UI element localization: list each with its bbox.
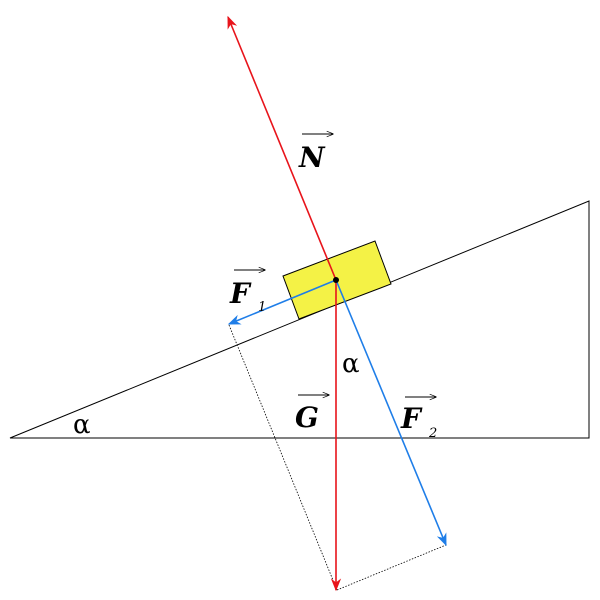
label-g-letter: G: [295, 401, 319, 434]
label-f2-letter: F: [400, 402, 423, 435]
angle-label-base: α: [73, 410, 91, 440]
f1-force-arrow: [227, 279, 337, 325]
label-f2-sub: 2: [428, 426, 437, 441]
label-n-letter: N: [298, 141, 326, 174]
label-f1: F 1: [229, 270, 266, 315]
f2-force-arrow: [335, 279, 447, 547]
incline-triangle: [9, 200, 590, 439]
center-of-mass-dot: [333, 277, 339, 283]
normal-force-arrow: [227, 15, 337, 281]
label-f1-letter: F: [229, 277, 252, 310]
dotted-projection-line: [228, 324, 338, 591]
label-n: N: [298, 134, 333, 174]
label-f2: F 2: [400, 397, 437, 441]
label-g: G: [295, 395, 329, 434]
dotted-projection-line: [336, 544, 447, 591]
label-f1-sub: 1: [258, 300, 266, 315]
angle-label-vertex: α: [342, 349, 360, 379]
